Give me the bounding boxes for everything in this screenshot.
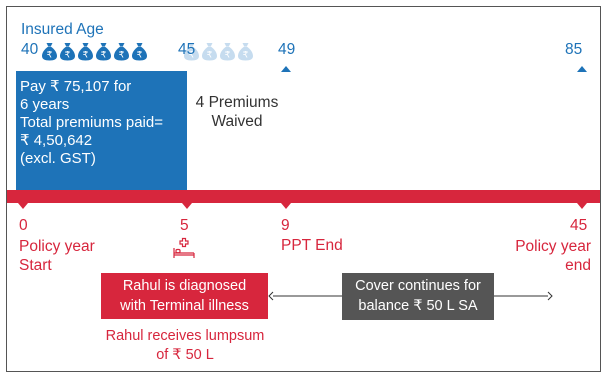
policy-start-line-1: Policy year [19, 238, 95, 255]
triangle-down-icon [182, 203, 192, 209]
waived-line-2: Waived [211, 113, 263, 130]
pay-line-4: ₹ 4,50,642 [20, 132, 93, 149]
pay-line-3: Total premiums paid= [20, 114, 163, 131]
lumpsum-text: Rahul receives lumpsum of ₹ 50 L [85, 327, 285, 365]
pay-line-2: 6 years [20, 96, 70, 113]
money-bag-rupee-icon: ₹ [132, 43, 147, 61]
svg-text:₹: ₹ [119, 51, 125, 61]
money-bag-rupee-icon: ₹ [42, 43, 57, 61]
policy-illustration-diagram: Insured Age 40 ₹ ₹ ₹ ₹ ₹ ₹ ₹ ₹ ₹ ₹ 45 49 85 Pay ₹… [6, 6, 601, 372]
money-bag-rupee-icon: ₹ [238, 43, 253, 61]
svg-text:₹: ₹ [225, 51, 231, 61]
triangle-down-icon [281, 203, 291, 209]
cover-line-1: Cover continues for [355, 278, 481, 294]
pay-line-5: (excl. GST) [20, 150, 96, 167]
premium-payment-box: Pay ₹ 75,107 for 6 years Total premiums … [16, 71, 187, 190]
money-bag-rupee-icon: ₹ [60, 43, 75, 61]
svg-text:₹: ₹ [101, 51, 107, 61]
premiums-waived-text: 4 Premiums Waived [185, 93, 289, 131]
money-bag-rupee-icon: ₹ [220, 43, 235, 61]
svg-text:₹: ₹ [207, 51, 213, 61]
ppt-end-label: PPT End [281, 237, 343, 254]
lumpsum-line-1: Rahul receives lumpsum [105, 328, 265, 344]
triangle-up-icon [281, 66, 291, 72]
policy-end-line-1: Policy year [515, 238, 591, 255]
lumpsum-line-2: of ₹ 50 L [156, 347, 214, 363]
policy-start-line-2: Start [19, 257, 52, 274]
money-bag-rupee-icon: ₹ [96, 43, 111, 61]
waived-line-1: 4 Premiums [195, 94, 279, 111]
svg-text:₹: ₹ [83, 51, 89, 61]
age-label-49: 49 [278, 41, 296, 58]
insured-age-title: Insured Age [21, 21, 104, 38]
year-label-0: 0 [19, 217, 28, 234]
triangle-up-icon [577, 66, 587, 72]
diagnosis-box: Rahul is diagnosed with Terminal illness [101, 273, 268, 319]
money-bag-rupee-icon: ₹ [78, 43, 93, 61]
year-label-9: 9 [281, 217, 290, 234]
age-label-40: 40 [21, 41, 39, 58]
policy-end-label: Policy year end [495, 237, 591, 275]
age-label-45: 45 [178, 41, 196, 58]
policy-start-label: Policy year Start [19, 237, 95, 275]
policy-end-line-2: end [565, 257, 591, 274]
svg-text:₹: ₹ [65, 51, 71, 61]
policy-timeline-bar [7, 190, 600, 203]
cover-line-2: balance ₹ 50 L SA [358, 298, 478, 314]
svg-text:₹: ₹ [189, 51, 195, 61]
svg-text:₹: ₹ [47, 51, 53, 61]
hospital-bed-icon [173, 237, 195, 258]
money-bag-rupee-icon: ₹ [114, 43, 129, 61]
year-label-5: 5 [180, 217, 189, 234]
money-bag-rupee-icon: ₹ [184, 43, 199, 61]
svg-text:₹: ₹ [243, 51, 249, 61]
diagnosis-line-1: Rahul is diagnosed [122, 278, 247, 294]
svg-text:₹: ₹ [137, 51, 143, 61]
money-bag-rupee-icon: ₹ [202, 43, 217, 61]
triangle-down-icon [577, 203, 587, 209]
age-label-85: 85 [565, 41, 583, 58]
cover-continues-box: Cover continues for balance ₹ 50 L SA [342, 273, 494, 320]
triangle-down-icon [18, 203, 28, 209]
diagnosis-line-2: with Terminal illness [120, 298, 249, 314]
year-label-45: 45 [570, 217, 588, 234]
pay-line-1: Pay ₹ 75,107 for [20, 78, 132, 95]
